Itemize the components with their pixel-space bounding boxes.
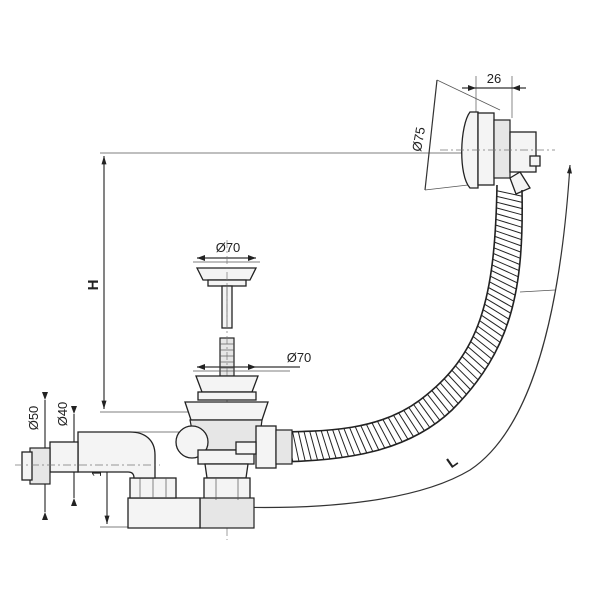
hose-rib: [484, 303, 510, 320]
hose-rib: [365, 424, 380, 451]
hose-rib: [297, 431, 306, 462]
overflow-diameter-label: Ø75: [409, 126, 428, 153]
hose-rib: [309, 431, 319, 461]
length-label: L: [444, 453, 461, 472]
hose-rib: [495, 230, 522, 241]
hose-rib: [481, 314, 506, 332]
hose-rib: [464, 351, 486, 370]
hose-rib: [326, 430, 337, 459]
hose-ribs: [269, 190, 523, 463]
hose-rib: [371, 422, 386, 449]
hose-rib: [398, 412, 415, 438]
hose-rib: [488, 287, 515, 302]
drain-diameter-label: Ø70: [287, 350, 312, 365]
hose-rib: [461, 356, 483, 376]
hose-rib: [458, 360, 479, 381]
hose-rib: [439, 382, 459, 404]
hose-rib: [360, 425, 374, 452]
hose-rib: [496, 207, 523, 216]
hose-rib: [472, 336, 496, 354]
hose-rib: [495, 224, 522, 234]
hose-rib: [493, 253, 520, 265]
hose-rib: [451, 369, 471, 390]
height-dimension: H: [85, 152, 470, 413]
hose-rib: [387, 417, 403, 443]
hose-rib: [332, 429, 343, 458]
hose-rib: [492, 258, 520, 272]
hose-rib: [292, 431, 300, 462]
hose-rib: [477, 325, 501, 343]
hose-rib: [490, 275, 517, 290]
hose-rib: [408, 407, 425, 432]
hose-rib: [485, 298, 512, 314]
overflow-head: [440, 111, 555, 195]
hose-rib: [315, 430, 325, 460]
hose-rib: [413, 404, 431, 428]
hose-rib: [320, 430, 331, 460]
flexible-hose: [235, 184, 524, 469]
hose-rib: [403, 410, 420, 435]
hose-rib: [496, 213, 523, 222]
hose-rib: [417, 400, 436, 425]
hose-rib: [482, 309, 508, 326]
trap-outlet: [15, 431, 201, 529]
hose-rib: [467, 346, 489, 365]
hose-rib: [489, 281, 516, 296]
outlet-outer-diameter-label: Ø50: [26, 406, 41, 431]
hose-rib: [470, 341, 493, 360]
hose-rib: [495, 218, 523, 228]
hose-rib: [349, 427, 362, 455]
hose-rib: [382, 419, 397, 445]
outlet-inner-diameter-label: Ø40: [55, 402, 70, 427]
hose-rib: [354, 426, 368, 454]
hose-rib: [494, 235, 522, 247]
hose-rib: [479, 320, 503, 338]
hose-rib: [475, 330, 498, 349]
hose-rib: [443, 378, 463, 400]
hose-rib: [435, 386, 455, 409]
hose-rib: [427, 393, 446, 417]
hose-rib: [496, 201, 523, 210]
hose-rib: [303, 431, 312, 461]
plug-diameter-label: Ø70: [216, 240, 241, 255]
hose-rib: [494, 241, 521, 253]
hose-rib: [491, 270, 518, 284]
hose-rib: [431, 390, 450, 413]
overflow-width-label: 26: [487, 71, 501, 86]
height-label: H: [85, 280, 102, 291]
overflow-dimensions: 26 Ø75: [409, 71, 526, 191]
hose-rib: [491, 264, 519, 278]
hose-rib: [447, 374, 467, 395]
hose-rib: [377, 421, 392, 447]
hose-rib: [337, 428, 349, 457]
plug-assembly: Ø70: [193, 240, 260, 540]
hose-rib: [343, 428, 356, 456]
hose-rib: [496, 190, 523, 197]
hose-rib: [493, 247, 521, 259]
hose-rib: [455, 365, 475, 386]
hose-rib: [496, 195, 523, 203]
hose-rib: [487, 292, 513, 308]
hose-rib: [393, 415, 409, 440]
hose-rib: [422, 397, 441, 421]
